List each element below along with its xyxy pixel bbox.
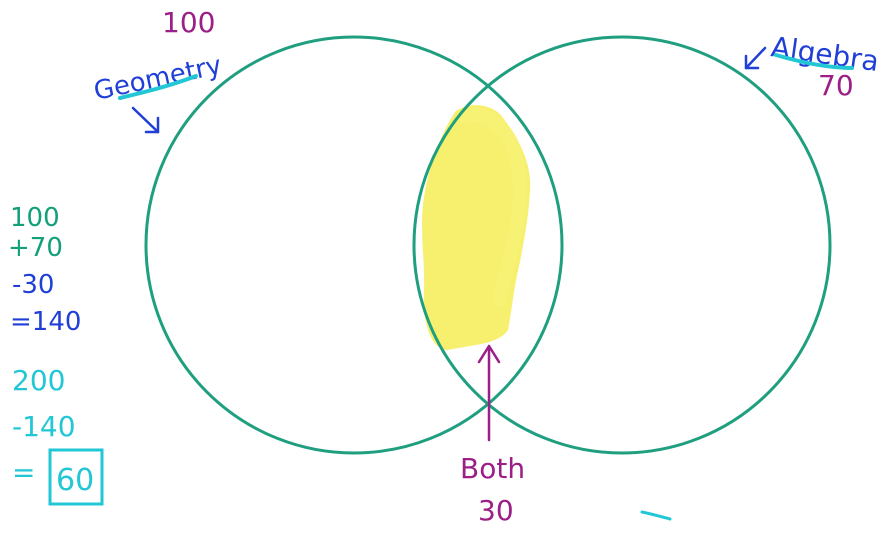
calculation-neither: 200 -140 = 60: [12, 364, 104, 506]
arrow-down-icon: [131, 106, 160, 134]
calc2-line2: -140: [12, 410, 76, 443]
calc2-equals: =: [12, 456, 35, 489]
algebra-count: 70: [818, 69, 854, 102]
overlap-highlight: [422, 105, 531, 350]
both-label: Both: [460, 452, 525, 485]
algebra-circle: [412, 35, 832, 455]
arrow-up-icon: [477, 344, 501, 442]
both-count: 30: [478, 494, 514, 527]
calc1-line2: +70: [8, 233, 63, 263]
calc1-line4: =140: [10, 307, 81, 337]
calc2-line1: 200: [12, 364, 65, 397]
calculation-union: 100 +70 -30 =140: [8, 203, 81, 337]
algebra-underline: [774, 53, 854, 70]
geometry-circle: [144, 35, 564, 455]
calc1-line1: 100: [10, 203, 60, 233]
stray-pen-mark: [640, 510, 672, 521]
geometry-count: 100: [162, 6, 215, 39]
geometry-underline: [118, 74, 198, 100]
answer-box: [48, 448, 104, 506]
arrow-down-left-icon: [744, 46, 767, 70]
geometry-label: Geometry: [91, 51, 224, 107]
answer-value: 60: [56, 463, 94, 498]
calc1-line3: -30: [12, 270, 54, 300]
